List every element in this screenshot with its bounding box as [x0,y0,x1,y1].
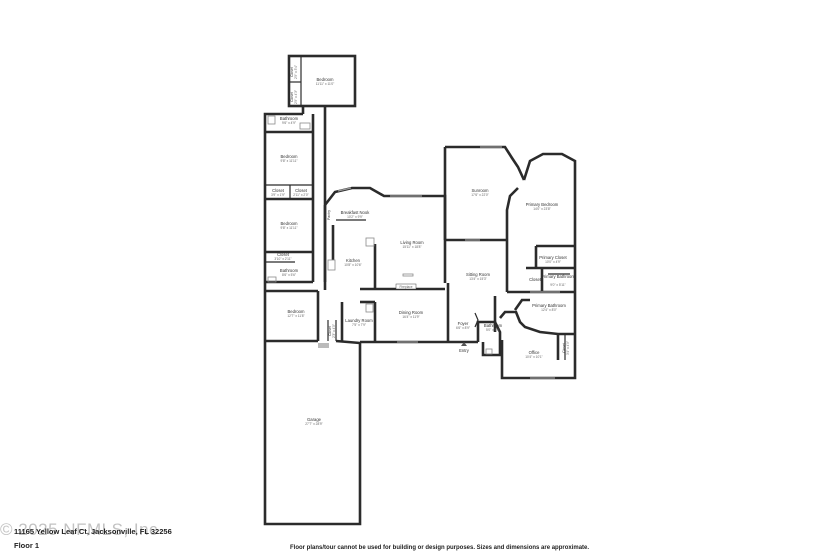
watermark: © 2025 NFMLS, Inc [0,520,159,539]
dim-bedroom-left: 12'7" x 11'8" [287,314,304,318]
label-entry: Entry [459,348,470,353]
dim-closet-lower: 3'10" x 2'11" [274,257,291,261]
dim-closet-office: 3'4" x 4'9" [566,341,570,355]
label-primary-closet: Primary Closet [539,255,567,260]
dim-bathroom-lower: 8'6" x 5'6" [282,273,296,277]
label-closet-lower: Closet [277,252,290,257]
label-closet-top-a: Closet [290,67,294,77]
dim-primary-bathroom: 12'4" x 8'0" [541,308,557,312]
east-core [443,145,526,344]
label-fireplace: Fireplace [399,285,412,289]
label-bedroom-lower: Bedroom [281,221,299,226]
label-closet-top-b: Closet [290,92,294,102]
dim-bedroom-lower: 9'8" x 11'11" [280,226,297,230]
dim-primary-closet: 10'0" x 4'9" [545,260,561,264]
label-primary-bathroom-small: Primary Bathroom [541,274,575,279]
label-closet-mid-b: Closet [295,188,308,193]
dim-bathroom-center: 5'0" x 9'6" [486,328,500,332]
disclaimer: Floor plans/tour cannot be used for buil… [290,545,590,551]
label-sitting-room: Sitting Room [466,272,490,277]
label-bathroom-center: Bathroom [484,323,503,328]
dim-primary-bathroom-small: 9'0" x 5'11" [550,283,565,287]
label-office: Office [529,350,541,355]
label-garage: Garage [307,417,322,422]
label-dining-room: Dining Room [399,310,424,315]
label-closet-garage: Closet [328,326,332,336]
primary-suite [507,152,577,311]
dim-laundry-room: 7'5" x 7'9" [352,323,366,327]
dim-closet-top-b: 2'9" x 4'3" [294,90,298,104]
label-primary-bathroom: Primary Bathroom [532,303,566,308]
dim-closet-mid-b: 2'11" x 2'0" [293,193,308,197]
label-sunroom: Sunroom [472,188,490,193]
dim-bathroom-upper: 9'6" x 4'9" [282,121,296,125]
label-foyer: Foyer [458,321,469,326]
label-bedroom-mid: Bedroom [281,154,299,159]
dim-bedroom-mid: 9'8" x 11'11" [280,159,297,163]
label-bedroom-top: Bedroom [317,77,335,82]
label-laundry-room: Laundry Room [345,318,373,323]
label-bedroom-left: Bedroom [288,309,306,314]
dim-closet-mid-a: 3'9" x 1'9" [271,193,285,197]
dim-sunroom: 17'6" x 22'0" [471,193,488,197]
dim-closet-top-a: 2'9" x 3'4" [294,65,298,79]
label-bathroom-lower: Bathroom [280,268,299,273]
dim-dining-room: 16'4" x 11'9" [402,315,419,319]
dim-office: 10'4" x 10'1" [525,355,542,359]
room-labels: Bedroom 11'11" x 11'0" Closet 2'9" x 3'4… [271,65,575,426]
label-breakfast-nook: Breakfast Nook [341,210,371,215]
dim-foyer: 6'6" x 8'9" [456,326,470,330]
entry-arrow-icon [461,342,467,346]
dim-bedroom-top: 11'11" x 11'0" [316,82,335,86]
label-kitchen: Kitchen [346,258,361,263]
label-primary-bedroom: Primary Bedroom [526,202,559,207]
dim-garage: 27'7" x 28'9" [305,422,322,426]
label-closet-primary: Closet [529,277,542,282]
garage-block [263,282,362,526]
dim-breakfast-nook: 10'2" x 9'9" [347,215,363,219]
property-address: 11165 Yellow Leaf Ct, Jacksonville, FL 3… [14,527,172,536]
dim-primary-bedroom: 14'0" x 23'8" [533,207,550,211]
label-bathroom-upper: Bathroom [280,116,299,121]
dim-closet-garage: 2'3" x 4'5" [332,324,336,338]
south-block [476,305,577,380]
dim-living-room: 15'11" x 18'8" [402,245,421,249]
label-closet-office: Closet [562,343,566,353]
floor-label: Floor 1 [14,541,40,550]
label-living-room: Living Room [400,240,424,245]
label-closet-mid-a: Closet [272,188,285,193]
top-bedroom-wing [287,54,357,114]
dim-sitting-room: 13'4" x 15'3" [469,277,486,281]
label-pantry: Pantry [327,210,331,220]
dim-kitchen: 10'8" x 10'6" [344,263,361,267]
